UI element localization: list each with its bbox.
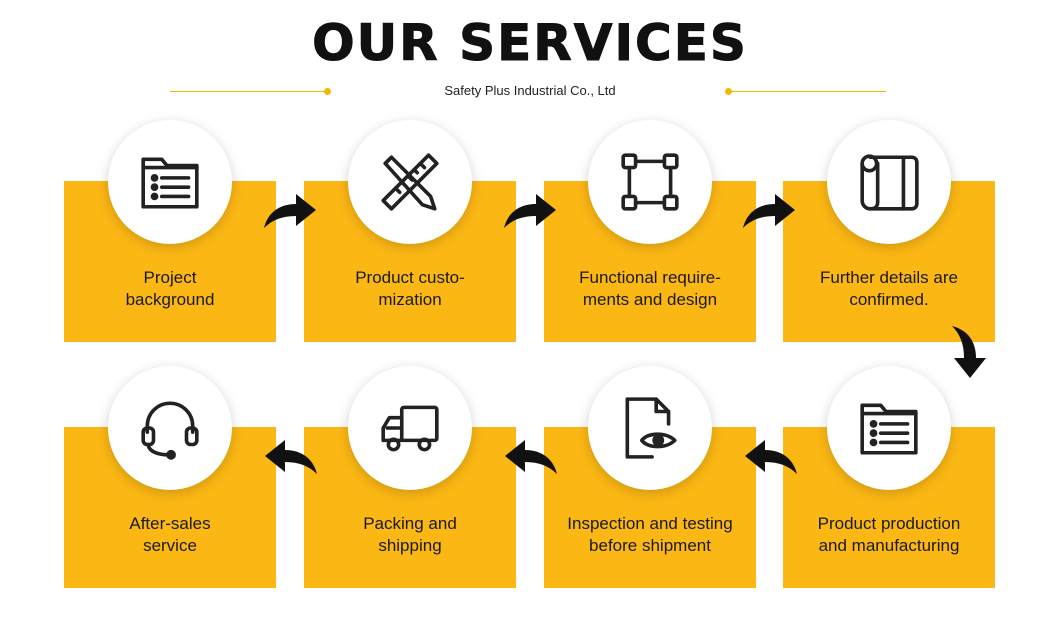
page-title: OUR SERVICES	[312, 14, 748, 73]
step-icon-circle	[108, 366, 232, 490]
divider-dot	[324, 88, 331, 95]
pencil-ruler-icon	[381, 153, 439, 211]
divider-dot	[725, 88, 732, 95]
divider-right	[725, 88, 886, 95]
delivery-truck-icon	[381, 405, 439, 452]
folder-list-icon	[141, 157, 199, 209]
flow-arrow-left-icon	[505, 440, 557, 474]
flow-arrow-right-icon	[504, 194, 556, 228]
flow-arrow-left-icon	[745, 440, 797, 474]
step-icon-circle	[348, 366, 472, 490]
flow-arrow-right-icon	[743, 194, 795, 228]
flow-arrow-left-icon	[265, 440, 317, 474]
step-label: Packing and shipping	[363, 514, 457, 555]
step-icon-circle	[348, 120, 472, 244]
step-label: Product custo- mization	[355, 268, 465, 309]
step-icon-circle	[588, 366, 712, 490]
step-icon-circle	[827, 120, 951, 244]
step-card-product-customization: Product custo- mization	[304, 181, 516, 342]
blueprint-scroll-icon	[860, 154, 919, 211]
headset-icon	[141, 401, 199, 460]
step-icon-circle	[827, 366, 951, 490]
vector-frame-icon	[621, 153, 679, 211]
step-label: Further details are confirmed.	[820, 268, 958, 309]
flow-arrow-right-icon	[264, 194, 316, 228]
folder-list-icon	[860, 403, 918, 455]
step-icon-circle	[588, 120, 712, 244]
flow-arrow-down-icon	[952, 326, 986, 378]
document-eye-icon	[625, 397, 677, 459]
divider-left	[170, 88, 331, 95]
step-icon-circle	[108, 120, 232, 244]
step-label: Project background	[125, 268, 215, 309]
step-label: After-sales service	[129, 514, 211, 555]
step-label: Inspection and testing before shipment	[567, 514, 733, 555]
company-subtitle: Safety Plus Industrial Co., Ltd	[444, 83, 616, 98]
step-label: Functional require- ments and design	[579, 268, 721, 309]
step-label: Product production and manufacturing	[817, 514, 961, 555]
